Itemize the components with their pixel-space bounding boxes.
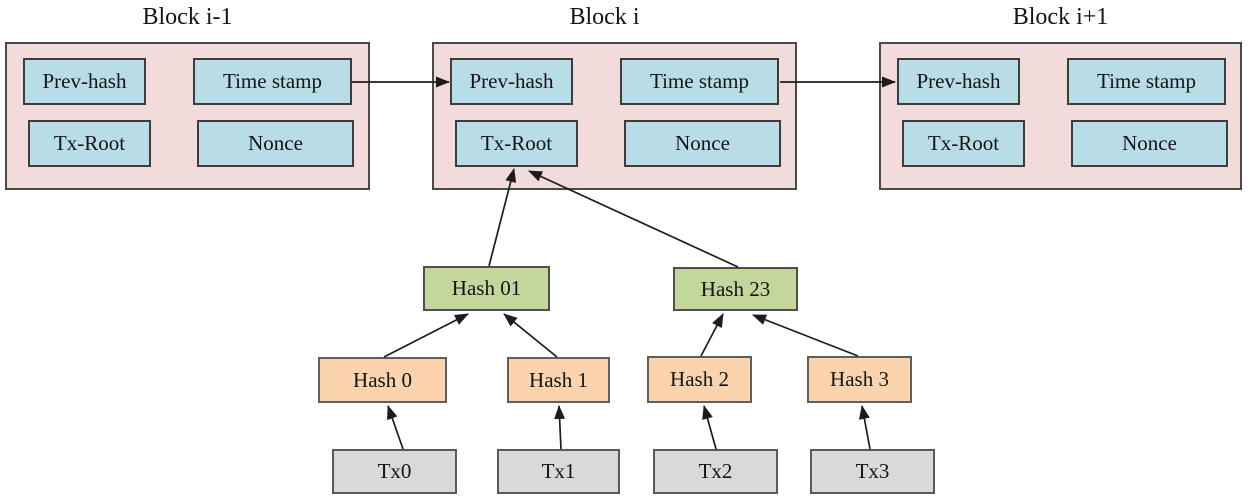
merkle-node-hash-23: Hash 23 bbox=[673, 267, 798, 311]
field-tx-root: Tx-Root bbox=[28, 120, 151, 167]
arrow-hash0-to-hash01 bbox=[383, 313, 469, 358]
field-tx-root: Tx-Root bbox=[902, 120, 1025, 167]
arrow-tx1-to-hash1 bbox=[554, 405, 566, 450]
arrow-hash3-to-hash23 bbox=[752, 314, 859, 357]
block-title-i: Block i bbox=[569, 4, 640, 30]
field-prev-hash: Prev-hash bbox=[23, 58, 146, 105]
arrow-tx3-to-hash3 bbox=[858, 405, 871, 450]
block-title-i-plus-1: Block i+1 bbox=[1012, 4, 1109, 30]
arrow-hash1-to-hash01 bbox=[503, 313, 558, 358]
field-nonce: Nonce bbox=[197, 120, 354, 167]
field-tx-root: Tx-Root bbox=[455, 120, 578, 167]
merkle-node-hash-1: Hash 1 bbox=[507, 357, 610, 403]
merkle-node-hash-2: Hash 2 bbox=[647, 356, 752, 403]
block-i: Prev-hash Time stamp Tx-Root Nonce bbox=[432, 42, 797, 190]
field-prev-hash: Prev-hash bbox=[450, 58, 573, 105]
tx-node-tx0: Tx0 bbox=[332, 449, 457, 494]
tx-node-tx3: Tx3 bbox=[810, 449, 935, 494]
block-title-i-1: Block i-1 bbox=[142, 4, 233, 30]
tx-node-tx2: Tx2 bbox=[653, 449, 778, 494]
field-prev-hash: Prev-hash bbox=[897, 58, 1020, 105]
field-nonce: Nonce bbox=[1071, 120, 1228, 167]
tx-node-tx1: Tx1 bbox=[497, 449, 620, 494]
merkle-node-hash-0: Hash 0 bbox=[318, 357, 447, 403]
merkle-node-hash-01: Hash 01 bbox=[423, 266, 550, 311]
field-timestamp: Time stamp bbox=[1067, 58, 1226, 105]
field-timestamp: Time stamp bbox=[193, 58, 352, 105]
field-timestamp: Time stamp bbox=[620, 58, 779, 105]
arrow-hash2-to-hash23 bbox=[700, 313, 724, 357]
field-nonce: Nonce bbox=[624, 120, 781, 167]
block-i-plus-1: Prev-hash Time stamp Tx-Root Nonce bbox=[879, 42, 1242, 190]
block-i-1: Prev-hash Time stamp Tx-Root Nonce bbox=[5, 42, 370, 190]
merkle-node-hash-3: Hash 3 bbox=[807, 356, 912, 403]
arrow-tx0-to-hash0 bbox=[387, 405, 404, 450]
arrow-tx2-to-hash2 bbox=[702, 405, 717, 450]
